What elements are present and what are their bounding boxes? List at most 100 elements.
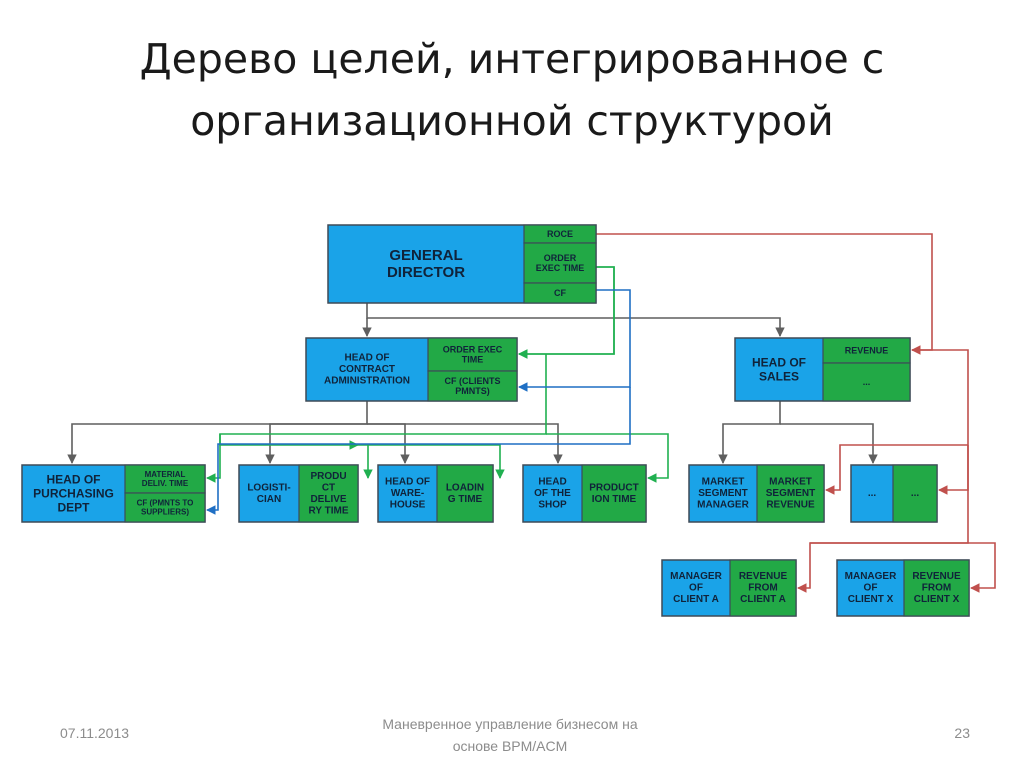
- goal-label: MATERIAL: [145, 470, 186, 479]
- goal-cell: [124, 464, 206, 494]
- role-label: LOGISTI-: [247, 482, 290, 493]
- role-label: MARKET: [702, 477, 745, 488]
- goal-cell: [822, 362, 911, 402]
- role-label: DEPT: [57, 500, 90, 514]
- goal-label: ...: [911, 488, 920, 499]
- footer-presentation-title: Маневренное управление бизнесом на основ…: [340, 713, 680, 757]
- goal-cell: [892, 464, 938, 523]
- goal-label: SEGMENT: [766, 488, 815, 499]
- role-label: DIRECTOR: [387, 264, 465, 281]
- goal-label: LOADIN: [446, 482, 484, 493]
- goal-label: PRODU: [310, 471, 346, 482]
- goal-label: CF (CLIENTS: [445, 376, 501, 386]
- goal-label: FROM: [748, 583, 777, 594]
- goal-cell: [581, 464, 647, 523]
- goal-cell: [523, 242, 597, 284]
- role-label: HEAD OF: [385, 477, 430, 488]
- role-label: CLIENT X: [848, 594, 894, 605]
- goal-cell: [756, 464, 825, 523]
- goal-link: [358, 444, 373, 479]
- goal-label: CT: [322, 482, 335, 493]
- goal-label: ION TIME: [592, 494, 637, 505]
- cashflow-link: [206, 387, 631, 515]
- goal-label: ROCE: [547, 229, 573, 239]
- role-label: ADMINISTRATION: [324, 376, 410, 387]
- goal-label: EXEC TIME: [536, 263, 585, 273]
- goal-label: G TIME: [448, 494, 483, 505]
- footer-title-line-2: основе BPM/ACM: [452, 738, 568, 754]
- hierarchy-connector: [367, 423, 563, 464]
- role-label: MANAGER: [697, 500, 749, 511]
- node-head-sales: HEAD OFSALESREVENUE...: [734, 337, 911, 402]
- hierarchy-connector: [780, 423, 878, 464]
- goal-label: CLIENT A: [740, 594, 786, 605]
- goal-label: CF (PMNTS TO: [137, 498, 194, 507]
- goal-cell: [903, 559, 970, 617]
- node-other-sales: ......: [850, 464, 938, 523]
- page-number: 23: [954, 725, 970, 741]
- goal-cell: [427, 370, 518, 402]
- hierarchy-connector: [718, 401, 781, 464]
- footer-title-line-1: Маневренное управление бизнесом на: [382, 716, 638, 732]
- goal-label: REVENUE: [766, 500, 815, 511]
- cashflow-link: [518, 289, 631, 392]
- goal-label: RY TIME: [308, 505, 348, 516]
- goal-cell: [298, 464, 359, 523]
- goal-label: REVENUE: [845, 346, 889, 356]
- role-label: OF: [689, 583, 703, 594]
- revenue-link: [596, 233, 933, 355]
- footer-date: 07.11.2013: [60, 725, 130, 741]
- goal-link: [219, 434, 359, 450]
- role-label: HEAD OF: [345, 353, 390, 364]
- role-label: MANAGER: [845, 571, 897, 582]
- goal-label: SUPPLIERS): [141, 508, 189, 517]
- goal-link: [546, 433, 669, 483]
- goal-cell: [427, 337, 518, 372]
- goal-label: ORDER: [544, 253, 577, 263]
- goal-label: PRODUCT: [589, 482, 638, 493]
- role-label: HEAD OF: [47, 473, 101, 487]
- hierarchy-connector: [265, 423, 367, 464]
- goal-label: FROM: [922, 583, 951, 594]
- role-label: HEAD: [538, 477, 566, 488]
- role-label: CONTRACT: [339, 364, 395, 375]
- role-label: SALES: [759, 369, 799, 383]
- goal-cell: [124, 492, 206, 523]
- goal-cell: [729, 559, 797, 617]
- revenue-link: [810, 542, 996, 593]
- goal-label: REVENUE: [912, 571, 961, 582]
- slide-title: Дерево целей, интегрированное с организа…: [139, 35, 885, 145]
- goal-label: DELIV. TIME: [142, 479, 189, 488]
- goal-link: [368, 444, 505, 479]
- revenue-link: [825, 444, 968, 495]
- role-label: MANAGER: [670, 571, 722, 582]
- goal-label: CLIENT X: [914, 594, 960, 605]
- goal-label: CF: [554, 288, 566, 298]
- goal-label: REVENUE: [739, 571, 788, 582]
- role-label: CLIENT A: [673, 594, 719, 605]
- goal-link: [518, 266, 615, 359]
- goal-label: PMNTS): [455, 386, 490, 396]
- goal-label: TIME: [462, 355, 484, 365]
- role-label: PURCHASING: [33, 487, 114, 501]
- goal-cell: [436, 464, 494, 523]
- role-label: SHOP: [538, 500, 567, 511]
- role-label: ...: [868, 488, 877, 499]
- goal-label: MARKET: [769, 477, 812, 488]
- role-label: HEAD OF: [752, 356, 806, 370]
- role-label: OF THE: [534, 488, 571, 499]
- goal-cell: [523, 282, 597, 304]
- role-label: WARE-: [391, 488, 424, 499]
- revenue-link: [912, 349, 969, 495]
- goal-cell: [822, 337, 911, 364]
- hierarchy-connector: [366, 303, 785, 337]
